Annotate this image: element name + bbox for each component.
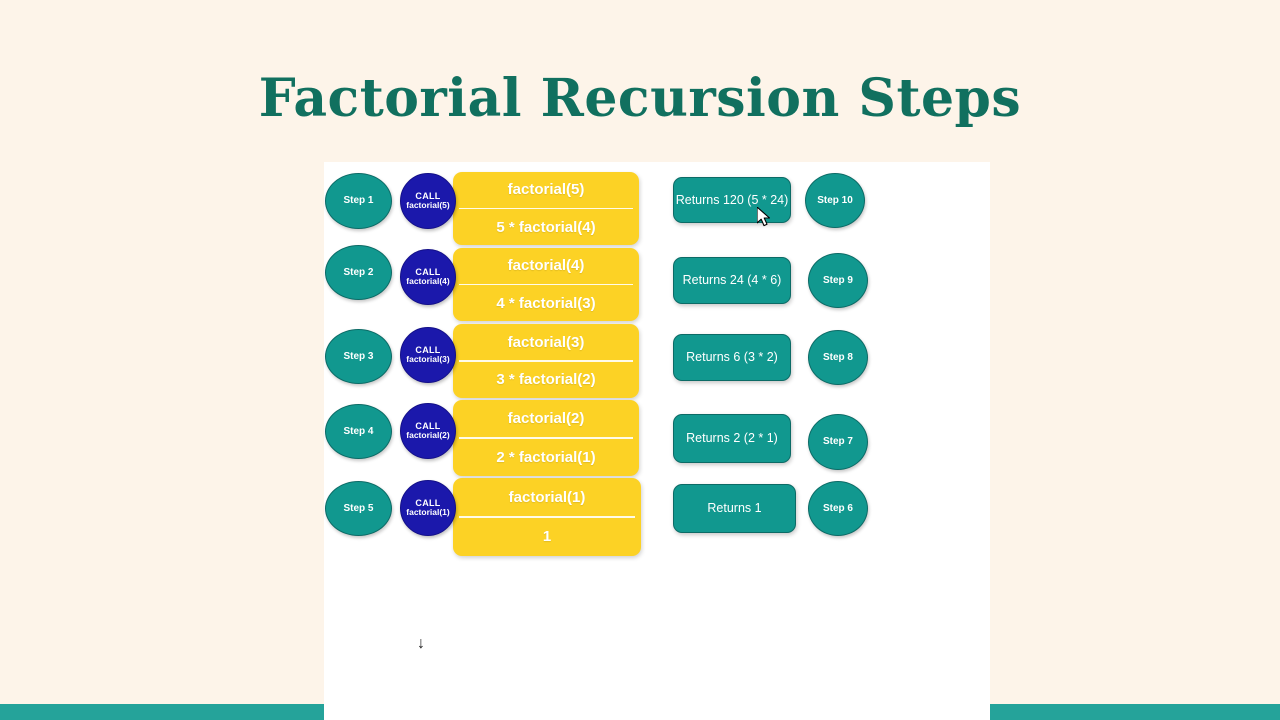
return-box[interactable]: Returns 1 <box>673 484 796 533</box>
step-node[interactable]: Step 10 <box>805 173 865 228</box>
call-function-label: factorial(3) <box>406 354 450 365</box>
step-label: Step 3 <box>343 350 374 362</box>
call-keyword-label: CALL <box>415 190 441 201</box>
step-label: Step 4 <box>343 425 374 437</box>
step-label: Step 9 <box>822 274 853 286</box>
step-node[interactable]: Step 9 <box>808 253 868 308</box>
call-frame-header: factorial(5) <box>507 181 585 199</box>
return-label: Returns 1 <box>707 501 762 516</box>
call-function-label: factorial(1) <box>406 507 450 518</box>
page-title: Factorial Recursion Steps <box>258 68 1022 129</box>
call-frame-divider <box>459 360 633 362</box>
return-box[interactable]: Returns 120 (5 * 24) <box>673 177 791 223</box>
return-box[interactable]: Returns 6 (3 * 2) <box>673 334 791 381</box>
step-node[interactable]: Step 6 <box>808 481 868 536</box>
call-frame-box[interactable]: factorial(2) 2 * factorial(1) <box>453 400 639 476</box>
call-frame-expression: 3 * factorial(2) <box>496 371 596 389</box>
call-frame-box[interactable]: factorial(4) 4 * factorial(3) <box>453 248 639 321</box>
call-frame-header: factorial(1) <box>508 488 586 506</box>
step-label: Step 8 <box>822 351 853 363</box>
call-frame-header: factorial(3) <box>507 333 585 351</box>
return-label: Returns 24 (4 * 6) <box>682 273 782 288</box>
step-label: Step 7 <box>822 436 853 448</box>
call-frame-divider <box>459 437 633 439</box>
call-frame-box[interactable]: factorial(1) 1 <box>453 478 641 556</box>
call-keyword-label: CALL <box>415 497 441 508</box>
return-box[interactable]: Returns 24 (4 * 6) <box>673 257 791 304</box>
call-keyword-label: CALL <box>415 266 441 277</box>
call-frame-expression: 2 * factorial(1) <box>496 448 596 466</box>
call-frame-divider <box>459 516 635 518</box>
step-node[interactable]: Step 3 <box>325 329 392 384</box>
call-frame-header: factorial(2) <box>507 410 585 428</box>
call-frame-expression: 1 <box>542 528 552 546</box>
call-frame-header: factorial(4) <box>507 257 585 275</box>
return-label: Returns 6 (3 * 2) <box>686 350 778 365</box>
call-keyword-label: CALL <box>415 344 441 355</box>
footer-accent-bar-left <box>0 704 324 720</box>
step-label: Step 6 <box>822 502 853 514</box>
call-function-label: factorial(4) <box>406 276 450 287</box>
step-label: Step 5 <box>343 502 374 514</box>
step-label: Step 1 <box>343 195 374 207</box>
call-function-label: factorial(5) <box>406 200 450 211</box>
call-function-label: factorial(2) <box>406 430 450 441</box>
down-arrow-icon: ↓ <box>417 635 425 652</box>
return-label: Returns 2 (2 * 1) <box>686 431 778 446</box>
step-node[interactable]: Step 5 <box>325 481 392 536</box>
call-frame-expression: 5 * factorial(4) <box>496 218 596 236</box>
return-box[interactable]: Returns 2 (2 * 1) <box>673 414 791 463</box>
step-node[interactable]: Step 4 <box>325 404 392 459</box>
call-frame-divider <box>459 207 633 210</box>
step-node[interactable]: Step 8 <box>808 330 868 385</box>
call-frame-box[interactable]: factorial(5) 5 * factorial(4) <box>453 172 639 245</box>
step-node[interactable]: Step 1 <box>325 173 392 229</box>
step-label: Step 10 <box>817 194 853 206</box>
call-frame-divider <box>459 283 633 286</box>
step-node[interactable]: Step 2 <box>325 245 392 300</box>
call-frame-box[interactable]: factorial(3) 3 * factorial(2) <box>453 324 639 398</box>
step-node[interactable]: Step 7 <box>808 414 868 470</box>
call-keyword-label: CALL <box>415 420 441 431</box>
footer-accent-bar-right <box>990 704 1280 720</box>
call-frame-expression: 4 * factorial(3) <box>496 294 596 312</box>
step-label: Step 2 <box>343 266 374 278</box>
return-label: Returns 120 (5 * 24) <box>675 192 789 207</box>
